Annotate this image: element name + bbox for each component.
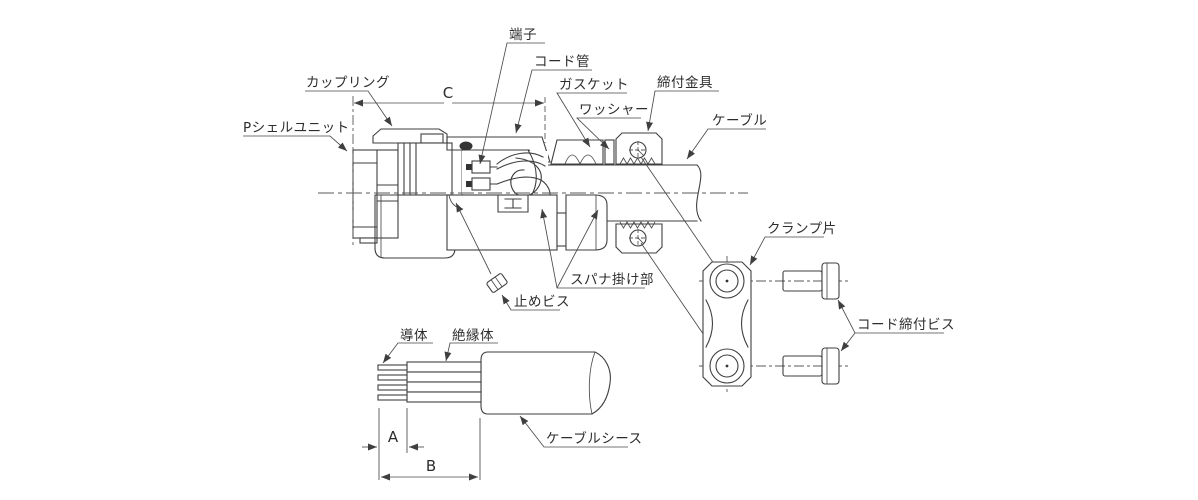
label-gasket: ガスケット <box>559 77 629 93</box>
p-shell-unit-drawing <box>352 149 399 244</box>
label-cable: ケーブル <box>712 112 767 129</box>
set-screw-drawing <box>486 273 508 293</box>
label-set-screw: 止めビス <box>514 294 570 310</box>
connector-body-drawing <box>446 194 608 251</box>
label-terminal: 端子 <box>509 27 537 43</box>
washer-drawing <box>604 139 615 165</box>
connector-assembly-drawing <box>318 128 748 361</box>
gasket-drawing <box>550 139 604 165</box>
label-coupling: カップリング <box>306 75 390 91</box>
clamp-fitting-drawing <box>615 132 663 254</box>
dimension-b: B <box>381 418 481 481</box>
label-clamp-fitting: 締付金具 <box>657 74 713 91</box>
dimension-b-label: B <box>426 457 436 475</box>
label-conductor: 導体 <box>400 328 428 344</box>
set-screw-position-line <box>455 202 492 275</box>
dimension-c-label: C <box>443 84 453 102</box>
dimension-c: C <box>352 84 546 246</box>
label-p-shell-unit: Pシェルユニット <box>243 120 350 136</box>
callout-labels: Pシェルユニット カップリング 端子 コード管 ガスケット ワッシャー 締付金具… <box>243 27 955 448</box>
label-clamp-piece: クランプ片 <box>767 221 837 237</box>
cord-screws-drawing <box>782 262 840 385</box>
label-cord-tube: コード管 <box>534 54 590 70</box>
label-cord-screw: コード締付ビス <box>857 316 955 333</box>
label-cable-sheath: ケーブルシース <box>546 430 643 447</box>
coupling-drawing <box>372 128 456 259</box>
label-washer: ワッシャー <box>579 102 649 118</box>
label-spanner-flat: スパナ掛け部 <box>570 272 654 288</box>
cable-end-drawing <box>377 351 611 415</box>
dimension-a: A <box>362 408 424 480</box>
clamp-piece-drawing <box>699 256 848 392</box>
dimension-a-label: A <box>388 428 399 446</box>
label-insulator: 絶縁体 <box>452 328 494 344</box>
